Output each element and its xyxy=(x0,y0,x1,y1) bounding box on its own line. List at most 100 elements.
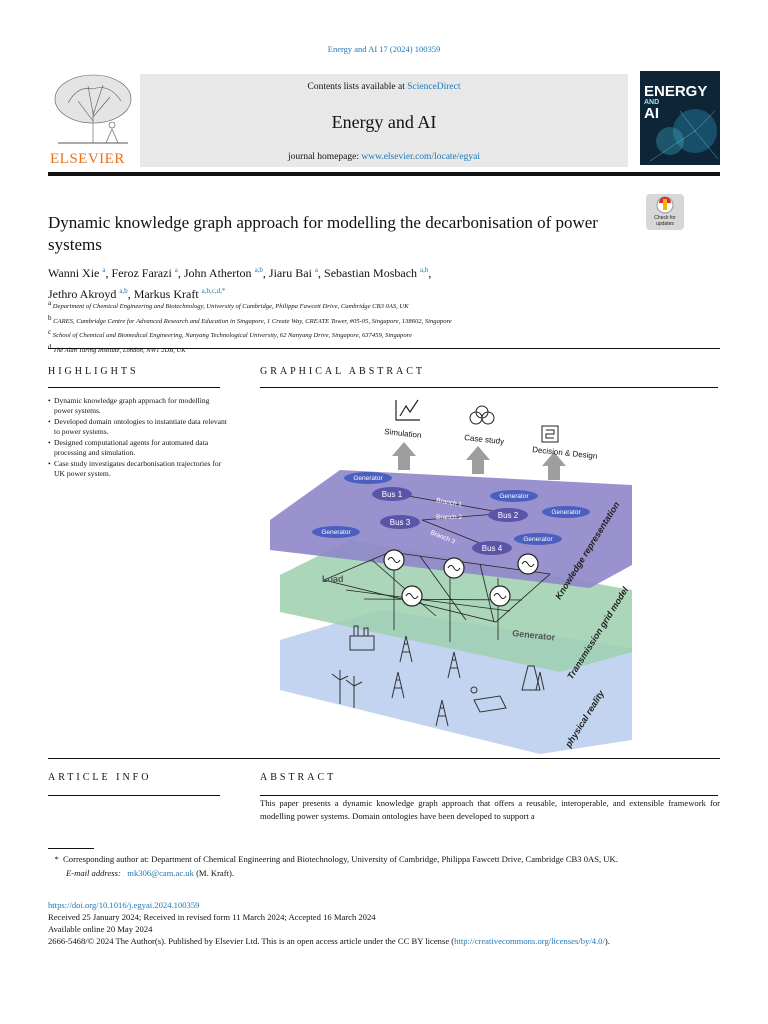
highlights-list: Dynamic knowledge graph approach for mod… xyxy=(48,396,228,480)
list-item: Developed domain ontologies to instantia… xyxy=(48,417,228,437)
license-link[interactable]: http://creativecommons.org/licenses/by/4… xyxy=(454,936,605,946)
contents-prefix: Contents lists available at xyxy=(307,82,405,92)
bus-node[interactable] xyxy=(380,515,420,529)
journal-name: Energy and AI xyxy=(331,112,437,132)
homepage-link[interactable]: www.elsevier.com/locate/egyai xyxy=(361,152,480,162)
section-rule xyxy=(48,348,720,349)
output-arrows xyxy=(392,442,566,480)
section-rule xyxy=(48,758,720,759)
load-label: Load xyxy=(322,574,344,584)
list-item: Case study investigates decarbonisation … xyxy=(48,459,228,479)
wind-turbine-icon xyxy=(331,670,363,708)
author[interactable]: Feroz Farazi a xyxy=(111,266,178,280)
license-line: 2666-5468/© 2024 The Author(s). Publishe… xyxy=(48,936,610,946)
footnote: * Corresponding author at: Department of… xyxy=(48,853,728,879)
contents-line: Contents lists available at ScienceDirec… xyxy=(140,82,628,92)
generator-label: Generator xyxy=(321,529,351,536)
doi-link[interactable]: https://doi.org/10.1016/j.egyai.2024.100… xyxy=(48,900,200,910)
generator-node[interactable] xyxy=(490,490,538,502)
output-label: Simulation xyxy=(384,427,422,440)
generator-label: Generator xyxy=(499,493,529,500)
decision-design-icon xyxy=(541,425,559,443)
abstract-heading: ABSTRACT xyxy=(260,772,337,783)
homepage-prefix: journal homepage: xyxy=(288,152,359,162)
journal-reference[interactable]: Energy and AI 17 (2024) 100359 xyxy=(327,44,441,54)
received-dates: Received 25 January 2024; Received in re… xyxy=(48,912,376,922)
branch-label: Branch 2 xyxy=(436,514,462,521)
affiliation: c School of Chemical and Biomedical Engi… xyxy=(48,328,412,340)
journal-banner: Contents lists available at ScienceDirec… xyxy=(140,74,628,167)
generator-grid-label: Generator xyxy=(512,628,556,642)
footnote-text: Corresponding author at: Department of C… xyxy=(63,854,618,864)
factory-icon xyxy=(521,665,545,691)
email-link[interactable]: mk306@cam.ac.uk xyxy=(127,868,194,878)
highlights-heading: HIGHLIGHTS xyxy=(48,366,139,377)
author[interactable]: Sebastian Mosbach a,b xyxy=(324,266,429,280)
generator-node[interactable] xyxy=(344,472,392,484)
publisher-name: ELSEVIER xyxy=(50,151,125,167)
list-item: Designed computational agents for automa… xyxy=(48,438,228,458)
author[interactable]: Wanni Xie a xyxy=(48,266,106,280)
journal-cover[interactable]: ENERGY AND AI xyxy=(640,71,720,165)
masthead: ELSEVIER Contents lists available at Sci… xyxy=(48,71,720,171)
abstract-rule xyxy=(260,795,718,796)
generator-label: Generator xyxy=(551,509,581,516)
masthead-rule xyxy=(48,172,720,176)
elsevier-logo[interactable]: ELSEVIER xyxy=(48,71,138,171)
homepage-line: journal homepage: www.elsevier.com/locat… xyxy=(140,152,628,162)
footnote-marker: * xyxy=(54,854,59,864)
footnote-rule xyxy=(48,848,94,849)
bus-node[interactable] xyxy=(472,541,512,555)
author[interactable]: John Atherton a,b xyxy=(183,266,263,280)
graphical-abstract-figure[interactable]: Simulation Case study Decision & Design … xyxy=(260,390,632,754)
grid-mesh xyxy=(322,551,551,642)
author[interactable]: Jiaru Bai a xyxy=(268,266,319,280)
highlights-rule xyxy=(48,387,220,388)
abstract-text: This paper presents a dynamic knowledge … xyxy=(260,798,720,821)
affiliations: a Department of Chemical Engineering and… xyxy=(48,298,668,357)
solar-panel-icon xyxy=(470,686,507,713)
cover-art-icon xyxy=(640,71,720,165)
transmission-tower-icons xyxy=(391,635,461,727)
check-for-updates-badge[interactable]: Check for updates xyxy=(646,194,684,230)
power-plant-icon xyxy=(349,625,375,651)
crossmark-icon xyxy=(656,196,674,214)
knowledge-graph-layer xyxy=(270,470,632,588)
generator-label: Generator xyxy=(353,475,383,482)
affiliation: b CARES, Cambridge Centre for Advanced R… xyxy=(48,313,452,325)
cover-title: ENERGY AND AI xyxy=(644,83,708,122)
bus-node[interactable] xyxy=(372,487,412,501)
email-suffix: (M. Kraft). xyxy=(196,868,235,878)
generator-node[interactable] xyxy=(514,533,562,545)
list-item: Dynamic knowledge graph approach for mod… xyxy=(48,396,228,416)
sciencedirect-link[interactable]: ScienceDirect xyxy=(407,82,461,92)
author[interactable]: Jethro Akroyd a,b xyxy=(48,287,128,301)
bus-node[interactable] xyxy=(488,508,528,522)
case-study-icon xyxy=(469,405,495,425)
generator-node[interactable] xyxy=(312,526,360,538)
affiliation: a Department of Chemical Engineering and… xyxy=(48,299,409,311)
bus-label: Bus 2 xyxy=(498,511,519,520)
bus-label: Bus 4 xyxy=(482,544,503,553)
elsevier-tree-icon xyxy=(48,71,138,151)
generator-wave-icons xyxy=(387,557,535,599)
generator-label: Generator xyxy=(523,536,553,543)
bus-label: Bus 1 xyxy=(382,490,403,499)
affiliation: d The Alan Turing Institute, London, NW1… xyxy=(48,343,186,355)
simulation-icon xyxy=(395,399,420,421)
publication-info: https://doi.org/10.1016/j.egyai.2024.100… xyxy=(48,899,728,947)
email-label: E-mail address: xyxy=(66,868,121,878)
available-online: Available online 20 May 2024 xyxy=(48,924,153,934)
branch-label: Branch 1 xyxy=(436,497,463,508)
author-list: Wanni Xie a, Feroz Farazi a, John Athert… xyxy=(48,266,432,301)
generator-symbols xyxy=(383,549,539,607)
article-title: Dynamic knowledge graph approach for mod… xyxy=(48,213,598,254)
article-info-heading: ARTICLE INFO xyxy=(48,772,152,783)
graphical-abstract-rule xyxy=(260,387,718,388)
generator-node[interactable] xyxy=(542,506,590,518)
bus-label: Bus 3 xyxy=(390,518,411,527)
author[interactable]: Markus Kraft a,b,c,d,* xyxy=(133,287,226,301)
graphical-abstract-heading: GRAPHICAL ABSTRACT xyxy=(260,366,426,377)
article-info-rule xyxy=(48,795,220,796)
output-label: Case study xyxy=(464,433,505,446)
